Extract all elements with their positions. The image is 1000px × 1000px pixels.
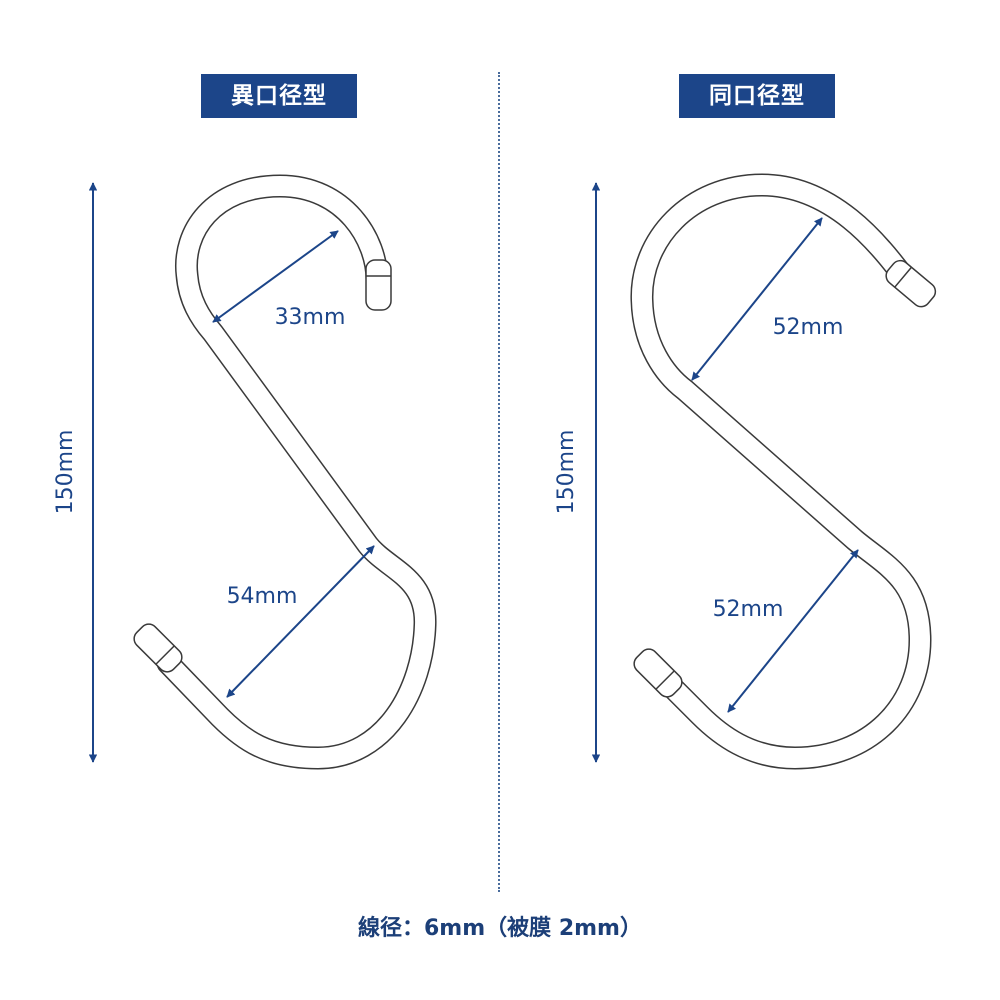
right-upper-cap bbox=[885, 259, 937, 308]
left-height-label: 150mm bbox=[53, 430, 78, 515]
left-upper-cap bbox=[365, 259, 392, 311]
left-title-badge: 異口径型 bbox=[201, 74, 357, 118]
left-upper-diameter-arrow bbox=[212, 230, 339, 323]
right-title-badge: 同口径型 bbox=[679, 74, 835, 118]
wire-diameter-caption: 線径：6mm（被膜 2mm） bbox=[358, 916, 642, 941]
right-upper-diameter-label: 52mm bbox=[773, 315, 844, 340]
left-upper-diameter-label: 33mm bbox=[275, 305, 346, 330]
left-lower-diameter-label: 54mm bbox=[227, 584, 298, 609]
right-upper-diameter-arrow bbox=[691, 217, 823, 381]
right-lower-cap bbox=[633, 648, 683, 698]
center-divider bbox=[498, 72, 500, 892]
right-lower-diameter-label: 52mm bbox=[713, 597, 784, 622]
left-s-hook bbox=[133, 174, 437, 770]
left-lower-cap bbox=[133, 623, 183, 673]
right-lower-diameter-arrow bbox=[727, 549, 859, 713]
right-height-label: 150mm bbox=[554, 430, 579, 515]
left-lower-diameter-arrow bbox=[226, 545, 375, 698]
right-s-hook bbox=[630, 173, 937, 770]
